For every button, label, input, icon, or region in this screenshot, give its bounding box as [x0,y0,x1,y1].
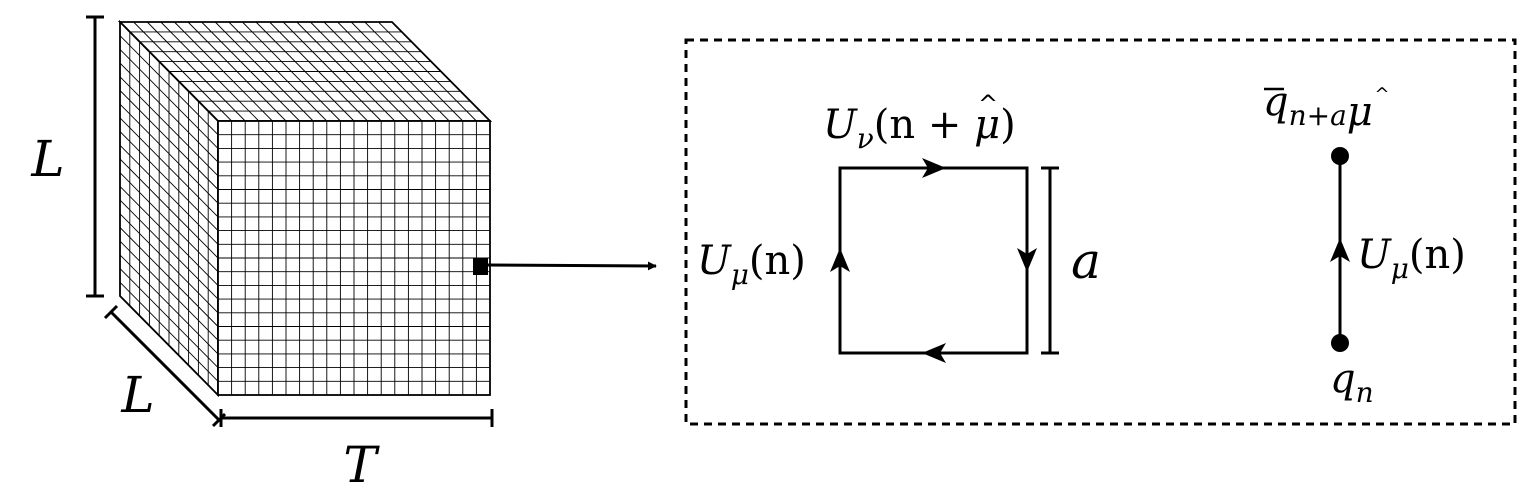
link-label: Uμ(n) [1357,232,1466,285]
zoom-panel-border [684,38,1517,426]
selected-plaquette-marker [473,258,488,275]
height-dimension-marker [86,15,104,298]
arrow-right-down [1017,248,1037,272]
spacing-label: a [1071,232,1101,290]
width-label: T [343,436,380,494]
top-quark-hat: ^ [1374,84,1389,105]
left-link-label: Uμ(n) [697,238,806,291]
top-quark-node [1331,147,1349,165]
top-quark-label: qn+aμ [1263,79,1373,135]
plaquette-loop [838,166,1029,355]
quark-link-arrow [1330,238,1350,262]
plaquette-direction-arrows [830,158,1037,363]
arrow-left-up [830,248,850,272]
arrow-top-right [922,158,946,178]
top-link-label: Uν(n + μ) [823,102,1016,155]
top-link-hat-var: μ [974,102,1000,148]
zoom-arrow [487,261,657,271]
lattice-cube [117,19,493,398]
cube-front-face [217,120,491,396]
spacing-marker [1041,166,1059,355]
depth-dimension-marker [103,304,227,428]
width-dimension-marker [219,409,494,427]
cube-left-face [119,19,219,398]
depth-label: L [120,366,154,424]
height-label: L [30,130,64,188]
bottom-quark-node [1331,334,1349,352]
bottom-quark-label: qn [1330,356,1374,409]
top-link-hat: ^ [978,90,998,118]
arrow-bottom-left [922,343,946,363]
